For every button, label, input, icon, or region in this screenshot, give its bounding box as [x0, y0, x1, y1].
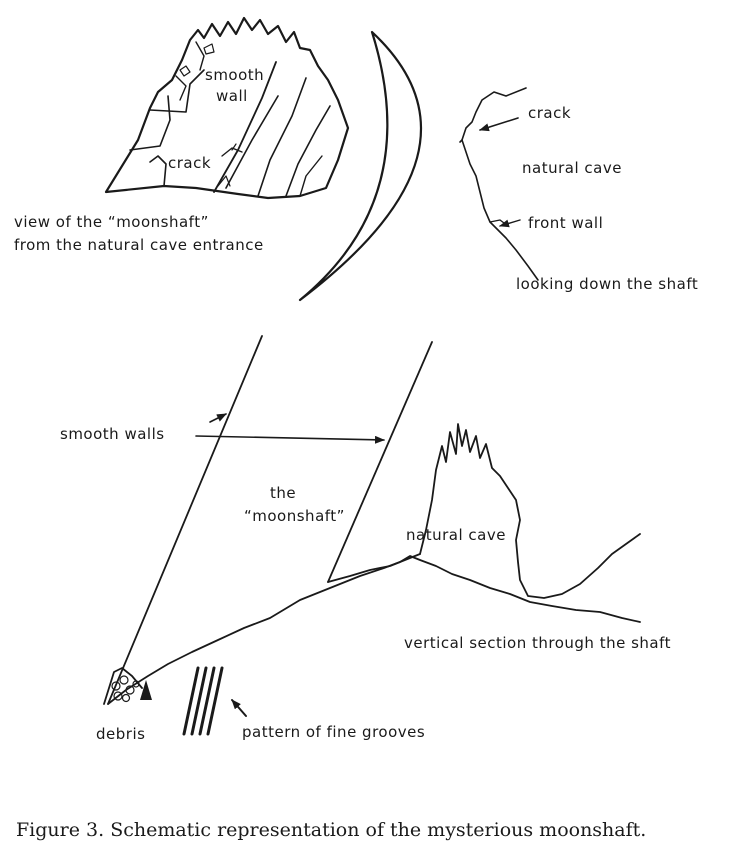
figure-caption: Figure 3. Schematic representation of th… — [16, 819, 646, 841]
shaft-crescent — [298, 30, 423, 302]
cave-outline-top — [459, 87, 539, 281]
crack-label-right: crack — [528, 104, 571, 122]
grooves-arrow — [231, 699, 247, 717]
smooth-walls-label: smooth walls — [60, 425, 165, 443]
shaft-right-wall — [327, 341, 433, 583]
smooth-walls-arrow-left — [209, 413, 227, 423]
grooves-label: pattern of fine grooves — [242, 723, 425, 741]
view-caption-line2: from the natural cave entrance — [14, 236, 264, 254]
moonshaft-label-line1: the — [270, 484, 296, 502]
crack-label-left: crack — [168, 154, 211, 172]
smooth-wall-label-line2: wall — [216, 87, 248, 105]
front-wall-label: front wall — [528, 214, 603, 232]
debris-label: debris — [96, 725, 145, 743]
looking-down-label: looking down the shaft — [516, 275, 698, 293]
groove-pattern — [182, 666, 224, 736]
natural-cave-label-top: natural cave — [522, 159, 622, 177]
smooth-walls-arrow-right — [195, 435, 385, 444]
natural-cave-label-section: natural cave — [406, 526, 506, 544]
view-caption-line1: view of the “moonshaft” — [14, 213, 209, 231]
shaft-floor — [327, 553, 421, 583]
vertical-section-label: vertical section through the shaft — [404, 634, 671, 652]
crack-arrow-right — [479, 117, 519, 132]
rock-view-sketch — [104, 16, 350, 200]
natural-cave-ceiling — [419, 423, 641, 599]
debris-pile — [103, 667, 143, 705]
shaft-section — [107, 335, 641, 705]
debris-arrow — [140, 680, 152, 700]
moonshaft-label-line2: “moonshaft” — [244, 507, 345, 525]
smooth-wall-label-line1: smooth — [205, 66, 264, 84]
shaft-left-wall — [107, 335, 263, 705]
ground-profile — [107, 555, 641, 705]
front-wall-arrow — [499, 219, 521, 228]
